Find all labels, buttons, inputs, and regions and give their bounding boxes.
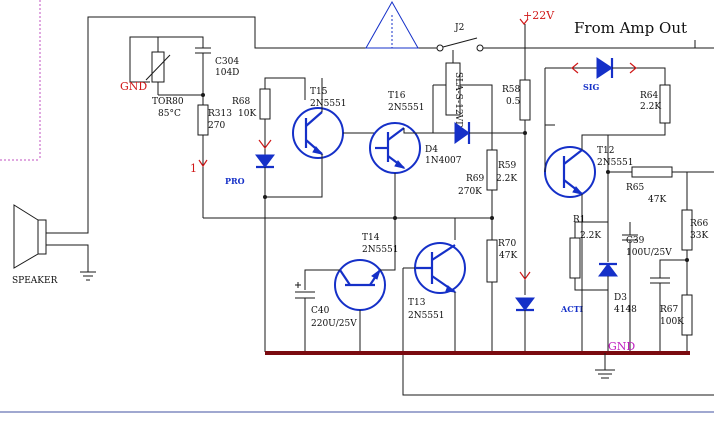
c40-value: 220U/25V [311, 319, 357, 329]
acti-label: ACTI [560, 304, 584, 314]
relay-coil [432, 50, 493, 134]
r65-value: 47K [648, 195, 666, 205]
t12-transistor [544, 125, 608, 352]
r66-value: 33K [690, 231, 708, 241]
t15-transistor [265, 78, 375, 198]
speaker-label: SPEAKER [12, 276, 58, 286]
gnd-left-label: GND [120, 80, 147, 93]
r67-name: R67 [660, 305, 679, 315]
tor80-block [129, 36, 211, 218]
t14-transistor [304, 216, 397, 352]
r69-name: R69 [466, 174, 485, 184]
t16-name: T16 [388, 91, 406, 101]
d4-diode [454, 122, 492, 144]
t16-value: 2N5551 [388, 103, 425, 113]
frame-border [0, 0, 714, 413]
supply-arrow-icon [519, 18, 529, 25]
r313-value: 270 [208, 121, 225, 131]
tor80-value: 85°C [158, 109, 181, 119]
node-one-label: 1 [190, 162, 197, 175]
r70-name: R70 [498, 239, 517, 249]
t14-name: T14 [362, 233, 380, 243]
r66-name: R66 [690, 219, 709, 229]
t16-transistor [369, 122, 440, 218]
r59-value: 2.2K [496, 174, 517, 184]
pro-label: PRO [225, 176, 245, 186]
d4-value: 1N4007 [425, 156, 462, 166]
t15-value: 2N5551 [310, 99, 347, 109]
d3-name: D3 [614, 293, 627, 303]
r69-value: 270K [458, 187, 482, 197]
t13-transistor [402, 242, 714, 396]
r58-name: R58 [502, 85, 521, 95]
r1-name: R1 [573, 215, 586, 225]
sig-label: SIG [583, 82, 600, 92]
r59-r70-chain [203, 133, 498, 352]
t14-value: 2N5551 [362, 245, 399, 255]
ground-bus [265, 351, 690, 379]
j2-label: J2 [454, 23, 464, 33]
j2-switch [436, 37, 484, 52]
r64-name: R64 [640, 91, 659, 101]
acti-led-icon [515, 271, 535, 352]
sig-led [544, 57, 671, 136]
r58-resistor [492, 24, 531, 295]
c39-name: C39 [626, 236, 645, 246]
ref-triangle [365, 0, 419, 49]
relay-label: SLA-S-12VDC [453, 72, 463, 135]
speaker-icon [13, 204, 96, 281]
r1-value: 2.2K [580, 231, 601, 241]
d4-name: D4 [425, 145, 438, 155]
r59-name: R59 [498, 161, 517, 171]
t15-name: T15 [310, 87, 328, 97]
pro-led-icon [258, 139, 272, 149]
r70-value: 47K [499, 251, 517, 261]
t12-value: 2N5551 [597, 158, 634, 168]
tor80-name: TOR80 [152, 97, 184, 107]
r68-value: 10K [238, 109, 256, 119]
t13-name: T13 [408, 298, 426, 308]
c39-value: 100U/25V [626, 248, 672, 258]
supply-label: +22V [523, 9, 555, 22]
r67-value: 100K [660, 317, 684, 327]
c40-name: C40 [311, 306, 330, 316]
r68-name: R68 [232, 97, 251, 107]
c304-value: 104D [215, 68, 239, 78]
r58-value: 0.5 [506, 97, 521, 107]
c304-name: C304 [215, 57, 239, 67]
r64-value: 2.2K [640, 102, 661, 112]
r65-name: R65 [626, 183, 645, 193]
amp-out-label: From Amp Out [574, 19, 687, 37]
c40-capacitor [295, 282, 315, 352]
t12-name: T12 [597, 146, 614, 156]
bias-network [569, 135, 714, 352]
d3-value: 4148 [614, 305, 637, 315]
gnd-bottom-label: GND [608, 340, 635, 353]
t13-value: 2N5551 [408, 311, 445, 321]
r313-name: R313 [208, 109, 232, 119]
top-wiring [75, 16, 714, 234]
r68-resistor [255, 77, 306, 352]
